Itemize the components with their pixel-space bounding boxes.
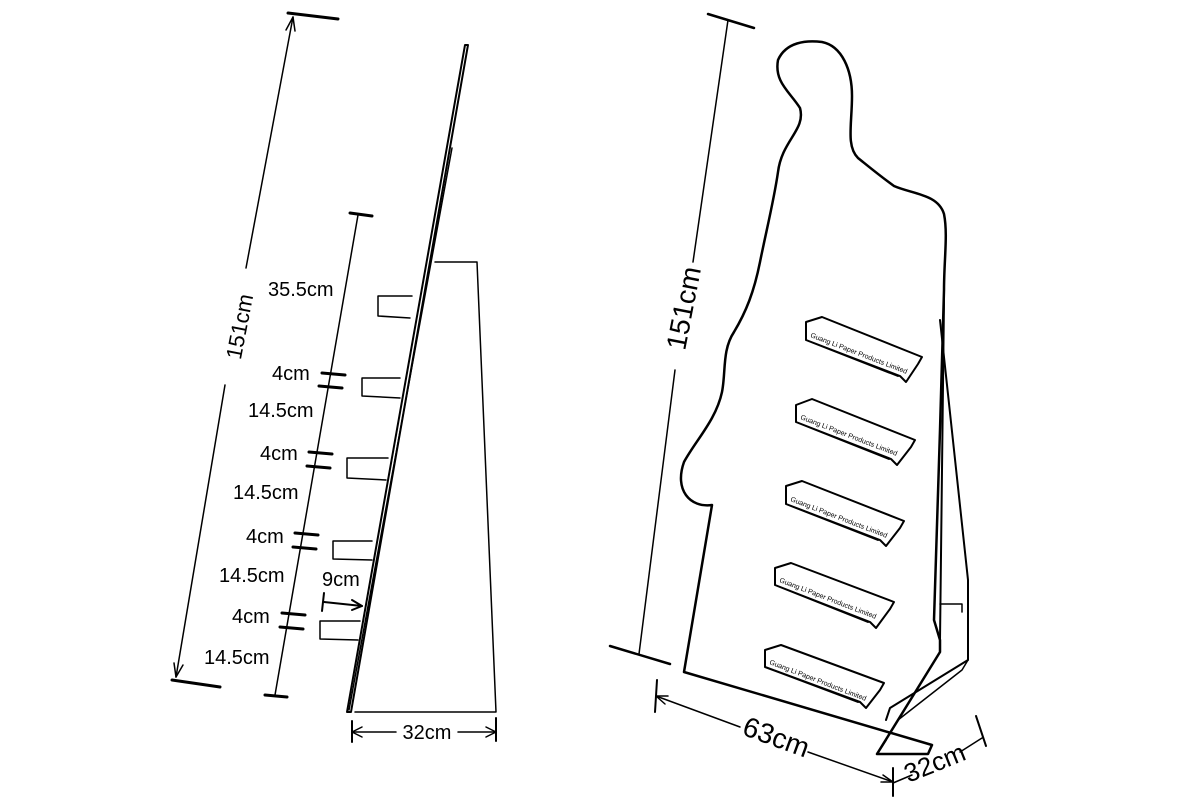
side-spacing-1-label: 14.5cm — [248, 400, 314, 422]
shelf-1-label: Guang Li Paper Products Limited — [809, 332, 908, 376]
side-shelf-3 — [346, 457, 389, 481]
dim-base-arrow-left — [351, 726, 363, 738]
persp-total-height-label: 151cm — [660, 264, 706, 352]
persp-dim-width-line-b — [807, 751, 894, 783]
persp-dim-depth-line-b — [959, 737, 983, 753]
persp-dim-width-line-a — [655, 695, 741, 728]
shelf-2-label: Guang Li Paper Products Limited — [799, 414, 898, 458]
side-view: 151cm 35.5cm 4cm 14.5cm 4cm 14.5cm 4cm 1… — [170, 11, 497, 744]
persp-dim-width-arrow-left — [655, 695, 669, 705]
side-shelf-height-1-label: 4cm — [272, 363, 310, 385]
shelf-5: Guang Li Paper Products Limited — [764, 644, 885, 709]
shelf-1: Guang Li Paper Products Limited — [805, 316, 923, 383]
dim-height-line-a — [245, 16, 294, 269]
dim-height-tick-bottom — [170, 678, 222, 689]
perspective-support-base — [897, 603, 969, 721]
dim-height-arrow-bottom — [173, 662, 184, 678]
persp-dim-height-line-b — [638, 369, 676, 655]
side-shelf-4 — [332, 540, 373, 561]
dim-depth-line — [323, 601, 363, 607]
side-support — [354, 261, 497, 713]
shelf-3: Guang Li Paper Products Limited — [785, 480, 905, 547]
perspective-view: Guang Li Paper Products Limited Guang Li… — [608, 12, 987, 797]
shelf-2: Guang Li Paper Products Limited — [795, 398, 916, 466]
persp-dim-width-arrow-right — [880, 774, 894, 783]
persp-dim-depth-tick-right — [975, 715, 987, 747]
persp-dim-height-tick-top — [706, 12, 756, 30]
silhouette-board — [679, 40, 948, 756]
side-spacing-2-label: 14.5cm — [233, 482, 299, 504]
side-total-height-label: 151cm — [221, 292, 258, 362]
dim-height-tick-top — [286, 11, 340, 21]
dim-height-line-b — [175, 384, 226, 678]
shelf-3-label: Guang Li Paper Products Limited — [789, 496, 888, 540]
dim-stack-tick-bottom — [263, 693, 289, 699]
perspective-support — [885, 319, 969, 721]
side-shelf-5 — [319, 620, 361, 641]
side-shelf-depth-label: 9cm — [322, 569, 360, 591]
side-board-inner — [348, 147, 453, 711]
persp-depth-label: 32cm — [900, 737, 970, 789]
dim-base-arrow-right — [485, 726, 497, 738]
persp-dim-height-line-a — [692, 19, 729, 263]
side-spacing-4-label: 14.5cm — [204, 647, 270, 669]
side-spacing-3-label: 14.5cm — [219, 565, 285, 587]
side-board — [346, 44, 469, 713]
shelf-4-label: Guang Li Paper Products Limited — [778, 577, 877, 621]
persp-dim-depth-line — [892, 774, 913, 784]
side-shelf-height-3-label: 4cm — [246, 526, 284, 548]
shelf-5-label: Guang Li Paper Products Limited — [768, 659, 867, 703]
side-top-gap-label: 35.5cm — [268, 279, 334, 301]
dim-depth-arrow — [351, 599, 363, 611]
dim-stack-tick-top — [348, 211, 374, 218]
side-shelf-height-4-label: 4cm — [232, 606, 270, 628]
dim-height-arrow-top — [285, 16, 296, 32]
side-base-depth-label: 32cm — [403, 722, 452, 744]
side-shelf-2 — [361, 377, 401, 399]
side-shelf-height-2-label: 4cm — [260, 443, 298, 465]
persp-width-label: 63cm — [739, 711, 814, 764]
dim-stack-shelf-ticks — [278, 371, 347, 631]
persp-dim-height-tick-bottom — [608, 644, 672, 666]
shelf-4: Guang Li Paper Products Limited — [774, 562, 895, 629]
side-shelf-1 — [377, 295, 413, 319]
